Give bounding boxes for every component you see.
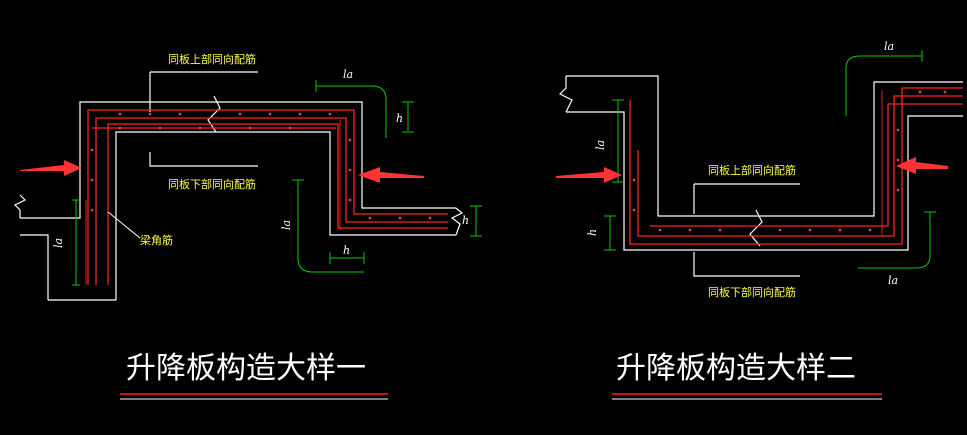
- detail-2-dim-la-bottom: la: [888, 274, 898, 287]
- detail-1-title: 升降板构造大样一: [126, 351, 366, 386]
- detail-1-bottom-bar-note: 同板下部同向配筋: [168, 177, 256, 191]
- detail-2-dim-la-top: la: [884, 40, 894, 53]
- arrow-right-icon: [556, 167, 622, 183]
- detail-2-rebar: [629, 87, 963, 245]
- detail-2-top-bar-note: 同板上部同向配筋: [708, 163, 796, 177]
- detail-2-arrows: [556, 157, 948, 183]
- detail-1-dim-la-right: la: [280, 220, 293, 230]
- detail-2-title: 升降板构造大样二: [616, 351, 856, 386]
- detail-1-dim-la-top: la: [343, 68, 353, 81]
- detail-1-dim-h-top: h: [396, 112, 403, 125]
- detail-1-outline: [13, 71, 464, 301]
- arrow-left-icon: [358, 167, 424, 183]
- detail-1-dim-h-right: h: [462, 214, 469, 227]
- detail-1-top-bar-note: 同板上部同向配筋: [168, 52, 256, 66]
- detail-1-arrows: [20, 160, 424, 183]
- beam-corner-leader: [107, 211, 141, 239]
- detail-1: 同板上部同向配筋 同板下部同向配筋 梁角筋 la la h la h h 升降板…: [13, 52, 482, 400]
- detail-2-outline: [558, 75, 963, 277]
- detail-2-dimensions: [604, 50, 936, 269]
- detail-2: 同板上部同向配筋 同板下部同向配筋 la h la la 升降板构造大样二: [556, 40, 963, 400]
- arrow-left-icon: [896, 157, 948, 174]
- detail-1-dim-la-left: la: [52, 238, 65, 248]
- detail-1-rebar: [85, 109, 448, 285]
- detail-1-beam-corner-note: 梁角筋: [140, 233, 173, 247]
- detail-2-bottom-bar-note: 同板下部同向配筋: [708, 285, 796, 299]
- arrow-right-icon: [20, 160, 82, 176]
- detail-2-dim-la-left: la: [594, 140, 607, 150]
- detail-2-dim-h-left: h: [586, 229, 599, 236]
- detail-1-dim-h-bottom: h: [343, 244, 350, 257]
- detail-1-dimensions: [72, 80, 482, 286]
- detail-1-rebar-dots: [90, 112, 432, 220]
- detail-2-rebar-dots: [632, 90, 947, 232]
